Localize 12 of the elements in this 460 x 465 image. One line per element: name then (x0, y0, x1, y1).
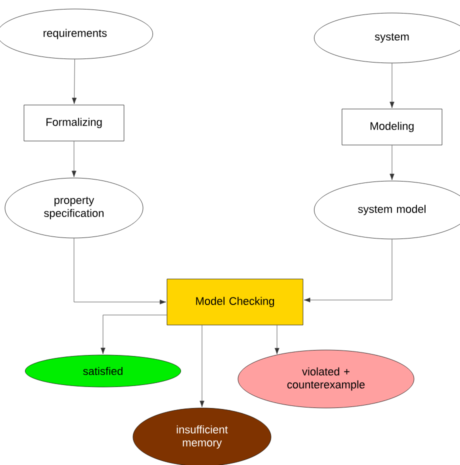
arrow (390, 63, 394, 108)
arrow (74, 238, 166, 304)
arrow (72, 141, 76, 178)
arrow (390, 145, 394, 180)
process-box: Model Checking (166, 278, 304, 326)
arrow (72, 59, 77, 104)
process-box: Modeling (342, 108, 442, 146)
arrow (100, 314, 167, 354)
arrow (200, 325, 204, 408)
arrow (304, 239, 392, 302)
arrow (274, 325, 280, 354)
process-box: Formalizing (24, 104, 124, 142)
